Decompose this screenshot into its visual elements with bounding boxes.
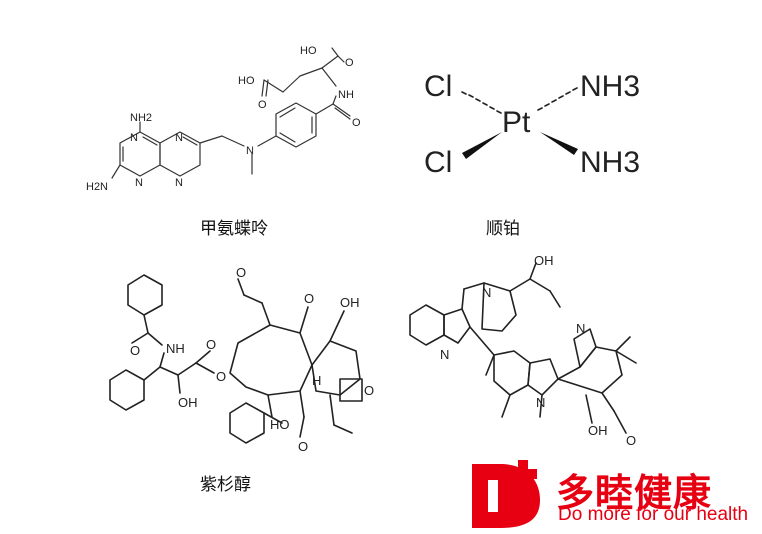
methotrexate-structure: HO O HO O NH O NH2 N N N N N H2N [86, 45, 361, 193]
label-n1: N [130, 132, 138, 144]
label-n-1: N [482, 285, 491, 300]
label-nh: NH [338, 89, 354, 101]
bond-pt-nh3-lower [540, 132, 578, 155]
label-n2: N [175, 132, 183, 144]
label-o-side: O [258, 99, 267, 111]
label-n4: N [175, 177, 183, 189]
molecule-paclitaxel: O NH O O OH O O OH HO O O H 紫杉醇 [0, 255, 390, 534]
ring-indole-benzene [409, 304, 445, 346]
label-oh-top: HO [300, 45, 317, 57]
ring-benzoyl-top [127, 274, 163, 316]
logo-chinese-name: 多睦健康 [556, 471, 713, 515]
label-oh-lower: OH [588, 423, 608, 438]
label-o-3: O [216, 369, 226, 384]
label-cl-upper: Cl [424, 70, 452, 103]
label-oh-1: OH [178, 395, 198, 410]
ring-oxetane [339, 378, 363, 402]
caption-paclitaxel: 紫杉醇 [200, 475, 251, 495]
ring-vindoline-e [573, 328, 597, 368]
ring-pyrazine [159, 131, 201, 177]
ring-pyrimidine [119, 131, 161, 177]
logo-mark-icon [472, 460, 540, 528]
label-n-vindoline: N [536, 395, 545, 410]
ring-indole-pyrrole [443, 308, 471, 344]
label-pt: Pt [502, 106, 531, 139]
logo-tagline: Do more for our health [558, 504, 749, 525]
ring-taxane-core [229, 324, 313, 396]
label-n-methyl: N [246, 145, 254, 157]
vinblastine-structure: OH N N N N OH O [409, 255, 637, 448]
cisplatin-structure: Cl NH3 Pt Cl NH3 [424, 70, 640, 179]
ring-vindoline-indoline [527, 358, 559, 396]
ring-benzene [275, 102, 317, 148]
label-o-6: O [298, 439, 308, 454]
label-o-2: O [206, 337, 216, 352]
label-o-oxetane: O [364, 383, 374, 398]
label-n-2: N [576, 321, 585, 336]
caption-cisplatin: 顺铂 [486, 219, 520, 239]
paclitaxel-structure: O NH O O OH O O OH HO O O H [109, 265, 374, 454]
label-h2n: H2N [86, 181, 108, 193]
label-nh2-top: NH2 [130, 112, 152, 124]
label-oh-top: OH [534, 255, 554, 268]
ring-velbanamine [481, 282, 517, 332]
molecule-methotrexate: HO O HO O NH O NH2 N N N N N H2N 甲氨蝶呤 [0, 0, 380, 250]
label-ho-side: HO [238, 75, 255, 87]
label-o-amide: O [352, 117, 361, 129]
label-nh3-lower: NH3 [580, 146, 640, 179]
label-n3: N [135, 177, 143, 189]
ring-phenyl-left [109, 369, 145, 411]
label-cl-lower: Cl [424, 146, 452, 179]
ring-benzoyl-bottom [229, 402, 265, 444]
bond-cl-pt-lower [462, 132, 502, 159]
label-oh-3: HO [270, 417, 290, 432]
label-o-5: O [304, 291, 314, 306]
label-o-top: O [345, 57, 354, 69]
caption-methotrexate: 甲氨蝶呤 [200, 219, 268, 239]
label-nh: NH [166, 341, 185, 356]
label-oh-2: OH [340, 295, 360, 310]
label-o-1: O [130, 343, 140, 358]
bond-pt-nh3-upper [537, 87, 578, 111]
label-nh3-upper: NH3 [580, 70, 640, 103]
molecule-cisplatin: Cl NH3 Pt Cl NH3 顺铂 [390, 0, 762, 250]
bond-cl-pt-upper [461, 91, 502, 114]
label-n-indole: N [440, 347, 449, 362]
molecule-vinblastine: OH N N N N OH O [390, 255, 762, 534]
label-o-4: O [236, 265, 246, 280]
ring-vindoline-benzene [493, 350, 531, 396]
label-h: H [312, 373, 321, 388]
label-o-acetate: O [626, 433, 636, 448]
